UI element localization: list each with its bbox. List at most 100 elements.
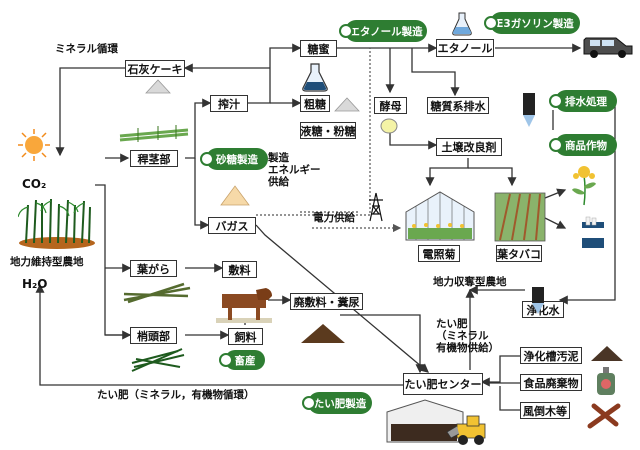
tobacco-field-icon xyxy=(494,192,546,242)
h2o-label: H₂O xyxy=(22,277,48,291)
septic-sludge-box: 浄化槽汚泥 xyxy=(520,347,582,364)
to-flower-arrow xyxy=(544,188,567,199)
compost-cycle-label: たい肥（ミネラル，有機物循環） xyxy=(97,389,255,401)
ethanol-production-pill: エタノール製造 xyxy=(339,20,427,42)
yeast-label: 酵母 xyxy=(379,99,402,113)
soil-to-greenhouse-arrow xyxy=(425,158,469,187)
pill-cap-icon xyxy=(549,138,563,152)
e3-gasoline-pill: E3ガソリン製造 xyxy=(484,12,580,34)
lime-cake-box: 石灰ケーキ xyxy=(125,60,185,77)
pill-cap-icon xyxy=(219,353,233,367)
soil-pile-icon xyxy=(301,324,345,343)
yeast-cell-icon xyxy=(380,118,398,134)
pill-cap-icon xyxy=(484,16,498,30)
leaves-icon xyxy=(131,348,185,372)
stalk-box: 稈茎部 xyxy=(130,150,178,167)
waste-bedding-manure-label: 廃敷料・糞尿 xyxy=(293,295,360,309)
lit-chrysanthemum-box: 電照菊 xyxy=(418,245,460,262)
e3-gasoline-label: E3ガソリン製造 xyxy=(496,17,574,30)
food-waste-box: 食品廃棄物 xyxy=(520,374,582,391)
soil-improver-box: 土壌改良剤 xyxy=(436,138,502,156)
bagasse-to-compost-arrow xyxy=(255,224,429,373)
depleting-farmland-label: 地力収奪型農地 xyxy=(433,276,507,288)
stalk-label: 稈茎部 xyxy=(137,152,171,166)
compost-production-label: たい肥製造 xyxy=(313,397,367,410)
ethanol-box: エタノール xyxy=(436,39,494,57)
drain-pipe-icon xyxy=(532,287,544,314)
leaves-icon xyxy=(123,282,191,304)
liquid-powder-sugar-box: 液糖・粉糖 xyxy=(300,122,356,139)
production-energy-line3: 供給 xyxy=(268,176,289,188)
compost-facility-icon xyxy=(386,399,486,445)
wastewater-treatment-pill: 排水処理 xyxy=(549,90,617,112)
bedding-label: 敷料 xyxy=(228,263,251,277)
juice-to-molasses-arrow xyxy=(248,43,302,104)
liquid-powder-sugar-label: 液糖・粉糖 xyxy=(300,124,356,138)
flask-icon xyxy=(452,12,472,36)
lime-cake-label: 石灰ケーキ xyxy=(127,62,183,76)
bedding-box: 敷料 xyxy=(222,261,257,278)
yeast-box: 酵母 xyxy=(374,97,407,114)
leaf-label: 葉がら xyxy=(137,262,170,276)
compost-center-label: たい肥センター xyxy=(404,378,482,391)
sugar-production-label: 砂糖製造 xyxy=(216,153,258,166)
feed-box: 飼料 xyxy=(228,328,263,345)
cash-crop-pill: 商品作物 xyxy=(549,134,617,156)
lit-chrysanthemum-label: 電照菊 xyxy=(422,247,456,261)
soil-improver-label: 土壌改良剤 xyxy=(441,141,497,154)
soil-to-tobacco-arrow xyxy=(468,167,517,187)
sugar-pile-icon xyxy=(334,97,360,112)
sugar-wastewater-label: 糖質系排水 xyxy=(430,99,486,113)
cigarette-pack-icon xyxy=(582,216,604,248)
pill-cap-icon xyxy=(339,24,353,38)
sun-icon xyxy=(18,129,50,161)
power-supply-label: 電力供給 xyxy=(313,212,355,224)
cash-crop-label: 商品作物 xyxy=(565,139,607,152)
feed-label: 飼料 xyxy=(234,330,257,344)
energy-supply-dotted xyxy=(256,48,371,216)
pill-cap-icon xyxy=(302,396,316,410)
drain-pipe-icon xyxy=(523,93,535,127)
sugar-pile-icon xyxy=(220,185,250,206)
production-energy-line2: エネルギー xyxy=(268,164,321,176)
compost-supply-line1: たい肥 xyxy=(436,318,468,330)
raw-sugar-label: 粗糖 xyxy=(304,97,326,111)
sugar-wastewater-box: 糖質系排水 xyxy=(427,97,489,114)
compost-cycle-arrow xyxy=(35,283,405,386)
stalk-to-juice-arrow xyxy=(185,98,212,159)
molasses-label: 糖蜜 xyxy=(307,42,330,56)
sugar-pile-icon xyxy=(145,79,171,94)
stalks-icon xyxy=(119,125,189,142)
pill-cap-icon xyxy=(549,94,563,108)
livestock-pill: 畜産 xyxy=(219,350,265,370)
wastewater-treatment-label: 排水処理 xyxy=(565,95,607,108)
to-waste-water-arrow xyxy=(411,48,460,97)
mineral-cycle-label: ミネラル循環 xyxy=(55,43,118,55)
fallen-tree-line xyxy=(499,386,520,411)
manure-to-compost-arrow xyxy=(340,314,425,374)
bottle-icon xyxy=(597,367,615,395)
molasses-box: 糖蜜 xyxy=(300,40,337,57)
pill-cap-icon xyxy=(200,152,214,166)
to-cigarette-arrow xyxy=(544,217,567,229)
septic-sludge-label: 浄化槽汚泥 xyxy=(523,349,579,363)
leaf-box: 葉がら xyxy=(130,260,177,277)
mineral-cycle-arrow xyxy=(55,67,125,157)
fallen-tree-box: 風倒木等 xyxy=(520,402,570,419)
compost-production-pill: たい肥製造 xyxy=(302,392,372,414)
sustainable-farmland-label: 地力維持型農地 xyxy=(10,256,84,268)
compost-center-box: たい肥センター xyxy=(403,373,483,395)
sugar-production-pill: 砂糖製造 xyxy=(200,148,268,170)
co2-label: CO₂ xyxy=(22,177,47,191)
livestock-label: 畜産 xyxy=(234,354,256,367)
leaf-tobacco-box: 葉タバコ xyxy=(496,245,542,262)
fallen-tree-label: 風倒木等 xyxy=(523,404,567,418)
bagasse-box: バガス xyxy=(208,217,256,234)
cow-icon xyxy=(216,288,272,323)
flask-icon xyxy=(302,63,328,92)
leaf-tobacco-label: 葉タバコ xyxy=(497,247,541,261)
greenhouse-icon xyxy=(405,191,475,241)
stalk-to-bagasse-arrow xyxy=(194,158,210,230)
production-energy-line1: 製造 xyxy=(268,152,289,164)
log-icon xyxy=(587,403,621,429)
